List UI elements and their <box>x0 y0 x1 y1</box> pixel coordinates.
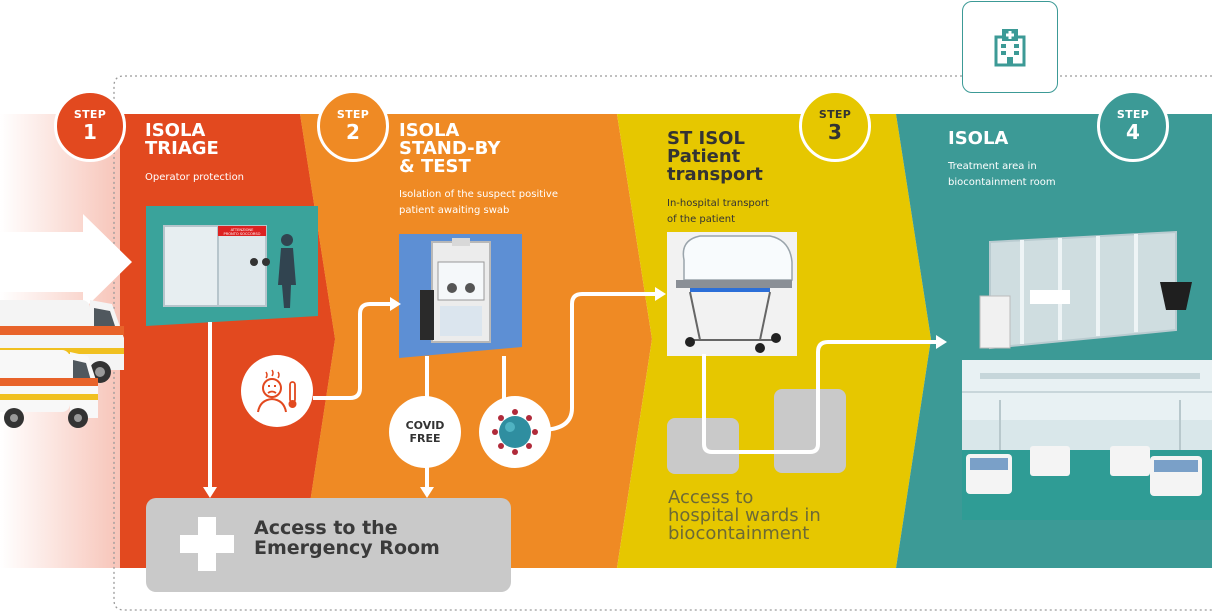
step3-subtitle-line: of the patient <box>667 214 735 225</box>
step3-title-line: transport <box>667 164 763 185</box>
wards-line: Access to <box>668 487 754 508</box>
step2-title: ISOLA STAND-BY & TEST <box>399 122 500 176</box>
step3-subtitle: In-hospital transport of the patient <box>667 196 769 228</box>
step2-title-line: STAND-BY <box>399 138 501 159</box>
step4-subtitle-line: Treatment area in <box>948 161 1037 172</box>
step4-word: STEP <box>1116 108 1150 121</box>
emergency-room-line: Access to the <box>254 517 398 539</box>
step1-title: ISOLA TRIAGE <box>145 122 219 158</box>
hospital-building-icon <box>962 1 1058 93</box>
step4-subtitle: Treatment area in biocontainment room <box>948 159 1056 191</box>
emergency-room-line: Emergency Room <box>254 537 440 559</box>
ward-interior-photo <box>962 360 1212 520</box>
wards-access-label: Access to hospital wards in biocontainme… <box>668 489 821 543</box>
step3-subtitle-line: In-hospital transport <box>667 198 769 209</box>
step1-subtitle-line: Operator protection <box>145 172 245 183</box>
step1-subtitle: Operator protection <box>145 170 244 186</box>
step2-badge: STEP 2 <box>317 90 389 162</box>
fever-glyph <box>257 369 297 413</box>
booth-sign-line1: ATTENZIONE <box>231 228 255 232</box>
step2-title-line: ISOLA <box>399 120 460 141</box>
wards-line: hospital wards in <box>668 505 821 526</box>
step3-badge: STEP 3 <box>799 90 871 162</box>
transport-stretcher-photo <box>667 232 797 356</box>
isolation-room-photo <box>960 210 1212 356</box>
step2-subtitle: Isolation of the suspect positive patien… <box>399 187 558 219</box>
step1-title-line: ISOLA <box>145 120 206 141</box>
step4-title: ISOLA <box>948 130 1008 148</box>
step4-title-line: ISOLA <box>948 128 1009 149</box>
booth-sign-line2: PRONTO SOCCORSO <box>224 232 261 236</box>
step4-subtitle-line: biocontainment room <box>948 177 1056 188</box>
step1-word: STEP <box>73 108 107 121</box>
emergency-room-label: Access to the Emergency Room <box>254 518 440 558</box>
step3-word: STEP <box>818 108 852 121</box>
step3-title: ST ISOL Patient transport <box>667 130 763 184</box>
wards-line: biocontainment <box>668 523 810 544</box>
medical-cross-icon <box>180 517 234 571</box>
step2-subtitle-line: patient awaiting swab <box>399 205 510 216</box>
hospital-glyph <box>994 29 1026 67</box>
ambulance-illustration <box>0 300 124 428</box>
triage-booth-photo: ATTENZIONE PRONTO SOCCORSO <box>146 206 318 326</box>
covid-free-line: COVID <box>405 419 445 432</box>
step1-number: 1 <box>83 120 97 144</box>
flow-arrowheads <box>203 287 947 498</box>
entry-arrow <box>0 214 132 310</box>
step2-word: STEP <box>336 108 370 121</box>
virus-icon <box>479 396 551 468</box>
standby-booth-photo <box>399 234 522 358</box>
step4-badge: STEP 4 <box>1097 90 1169 162</box>
step3-number: 3 <box>828 120 842 144</box>
step2-number: 2 <box>346 120 360 144</box>
step3-title-line: ST ISOL <box>667 128 745 149</box>
step2-title-line: & TEST <box>399 156 471 177</box>
step1-title-line: TRIAGE <box>145 138 219 159</box>
transport-placeholder-right <box>774 389 846 473</box>
step3-title-line: Patient <box>667 146 741 167</box>
fever-patient-icon <box>241 355 313 427</box>
covid-free-line: FREE <box>409 432 441 445</box>
covid-free-label: COVID FREE <box>406 419 445 445</box>
covid-free-badge: COVID FREE <box>389 396 461 468</box>
step4-number: 4 <box>1126 120 1140 144</box>
step1-badge: STEP 1 <box>54 90 126 162</box>
virus-glyph <box>492 409 538 455</box>
step2-subtitle-line: Isolation of the suspect positive <box>399 189 559 200</box>
